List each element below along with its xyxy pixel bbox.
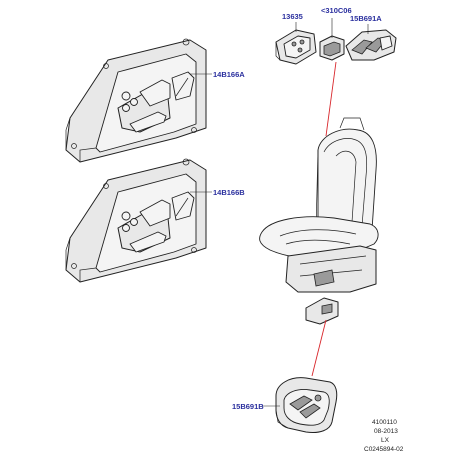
callout-310c06[interactable]: <310C06: [321, 6, 352, 15]
reference-code: 4100110: [372, 419, 397, 426]
callout-14b166a[interactable]: 14B166A: [213, 70, 245, 79]
switch-15b691a[interactable]: [345, 29, 397, 61]
callout-13635[interactable]: 13635: [282, 12, 303, 21]
callout-15b691b[interactable]: 15B691B: [232, 402, 264, 411]
seat-side-switch-module[interactable]: [305, 297, 339, 325]
reference-date: 08-2013: [374, 428, 398, 435]
callout-14b166b[interactable]: 14B166B: [213, 188, 245, 197]
memory-switch-13635[interactable]: [275, 29, 317, 65]
pointer-lines: [311, 61, 337, 377]
callout-15b691a[interactable]: 15B691A: [350, 14, 382, 23]
drawing-number: C0245894-02: [364, 446, 404, 453]
seat-assembly[interactable]: [259, 117, 379, 293]
seat-switch-bezel-upper[interactable]: [65, 38, 207, 163]
leader-lines: [190, 18, 369, 407]
connector-310c06[interactable]: [319, 35, 345, 61]
seat-switch-bezel-lower[interactable]: [65, 158, 207, 283]
reference-model: LX: [381, 437, 390, 444]
switch-15b691b[interactable]: [275, 377, 338, 433]
